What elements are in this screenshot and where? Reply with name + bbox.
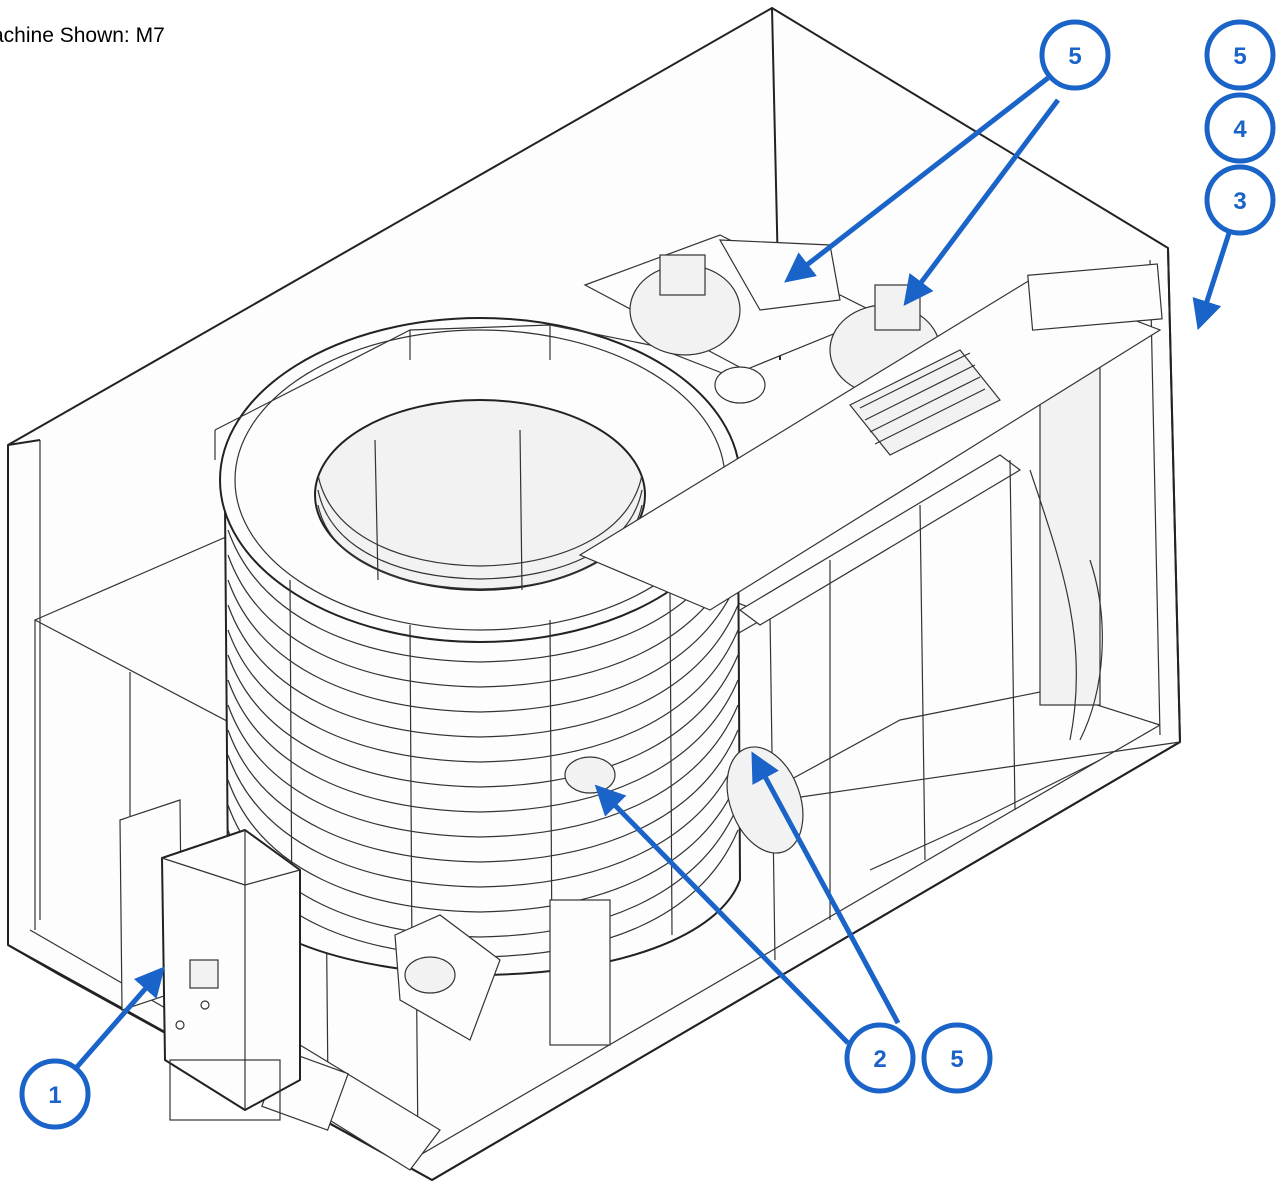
svg-text:5: 5	[1233, 43, 1246, 70]
control-cabinet	[119, 799, 301, 1121]
callout-2: 2	[844, 1022, 916, 1094]
callout-1: 1	[19, 1058, 91, 1130]
leader-lines	[74, 76, 1233, 1070]
outfeed-conveyor	[578, 263, 1163, 611]
svg-text:3: 3	[1233, 188, 1246, 215]
callout-5-key: 5	[1204, 19, 1276, 91]
callout-3-key: 3	[1204, 164, 1276, 236]
svg-text:1: 1	[48, 1082, 61, 1109]
svg-text:5: 5	[1068, 43, 1081, 70]
machine-caption: achine Shown: M7	[0, 24, 165, 47]
svg-text:4: 4	[1233, 116, 1247, 143]
svg-text:5: 5	[950, 1046, 963, 1073]
callout-5-bottom: 5	[921, 1022, 993, 1094]
svg-text:2: 2	[873, 1046, 886, 1073]
callout-4-key: 4	[1204, 92, 1276, 164]
callout-5-top: 5	[1039, 19, 1111, 91]
